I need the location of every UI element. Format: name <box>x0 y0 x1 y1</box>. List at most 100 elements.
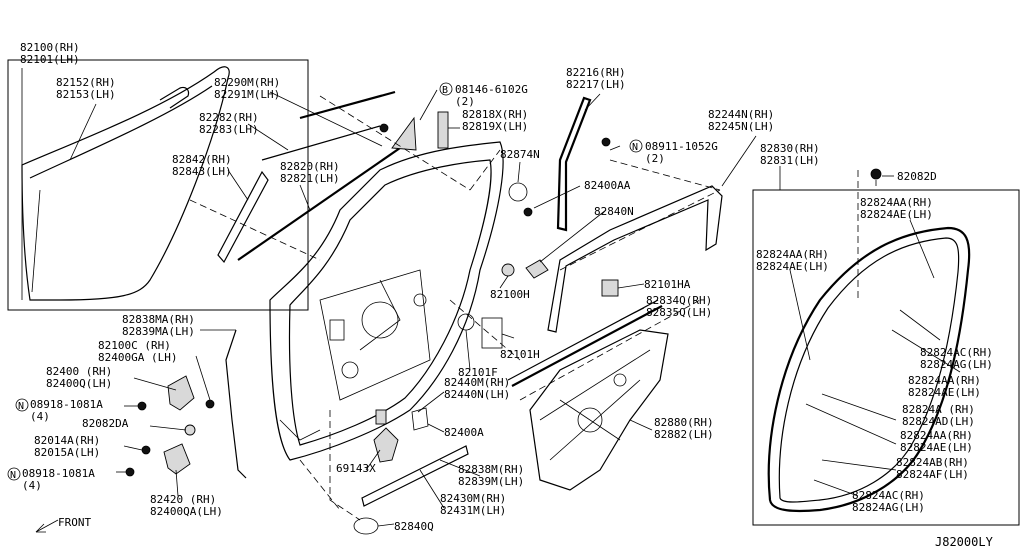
part-label-line: 82830(RH) <box>760 142 820 155</box>
part-label-line: 82244N(RH) <box>708 108 774 121</box>
part-label-line: 08146-6102G <box>455 83 528 96</box>
bolt-marker-n-2: N <box>7 467 21 481</box>
part-label-inner-trim-strip: 82838M(RH)82839M(LH) <box>458 463 524 488</box>
part-label-ws-clip-2: 82824AA(RH)82824AE(LH) <box>756 248 829 273</box>
outer-weatherstrip <box>261 125 381 161</box>
svg-text:N: N <box>18 401 24 412</box>
trim-strip-shape <box>361 445 469 507</box>
label-shape <box>601 279 619 297</box>
door-panel-box <box>7 59 309 311</box>
part-label-line: 82082D <box>897 170 937 183</box>
part-label-line: 82842(RH) <box>172 153 232 166</box>
part-label-line: 82400Q(LH) <box>46 377 112 390</box>
clip-shape-1 <box>523 207 533 217</box>
part-label-line: 82824AG(LH) <box>920 358 993 371</box>
part-label-line: 82824AA(RH) <box>860 196 933 209</box>
part-label-line: 82824A (RH) <box>902 403 975 416</box>
leader-lines <box>21 68 961 527</box>
part-label-line: 82153(LH) <box>56 88 116 101</box>
part-label-hinge-lower-b: 82420 (RH)82400QA(LH) <box>150 493 223 518</box>
plug-82840q-shape <box>353 517 379 535</box>
part-label-line: 82839M(LH) <box>458 475 524 488</box>
part-label-clip-82400aa: 82400AA <box>584 179 631 192</box>
part-label-line: 82824AF(LH) <box>896 468 969 481</box>
part-label-line: 82015A(LH) <box>34 446 100 459</box>
hinge-bolt-2 <box>141 445 151 455</box>
part-label-line: 82818X(RH) <box>462 108 528 121</box>
part-label-line: 69143X <box>336 462 376 475</box>
weatherstrip-box <box>752 189 1020 526</box>
part-label-plug-82840q: 82840Q <box>394 520 434 533</box>
part-labels: 82100(RH)82101(LH)82152(RH)82153(LH)8229… <box>20 41 993 533</box>
part-label-door-trim: 82152(RH)82153(LH) <box>56 76 116 101</box>
part-label-ws-clip-8: 82824AC(RH)82824AG(LH) <box>852 489 925 514</box>
part-label-line: 82838M(RH) <box>458 463 524 476</box>
part-label-line: 82216(RH) <box>566 66 626 79</box>
pad-shape <box>525 259 549 279</box>
part-label-bolt-69143x: 69143X <box>336 462 376 475</box>
striker-shape <box>184 424 196 436</box>
bolt-marker-n-1: N <box>15 398 29 412</box>
outer-moulding-strip <box>299 90 396 120</box>
part-label-door-weatherstrip: 82830(RH)82831(LH) <box>760 142 820 167</box>
hinge-bolt-3 <box>125 467 135 477</box>
part-label-line: 82100C (RH) <box>98 339 171 352</box>
part-label-line: 82101H <box>500 348 540 361</box>
part-label-plug-82100h: 82100H <box>490 288 530 301</box>
glass-run-lower-strip <box>237 147 401 261</box>
part-label-line: 82820(RH) <box>280 160 340 173</box>
part-label-line: 82824AE(LH) <box>756 260 829 273</box>
part-label-line: 82100(RH) <box>20 41 80 54</box>
part-label-line: 82880(RH) <box>654 416 714 429</box>
part-label-line: 82882(LH) <box>654 428 714 441</box>
part-label-line: 82839MA(LH) <box>122 325 195 338</box>
part-label-cover-82101h: 82101H <box>500 348 540 361</box>
part-label-lower-seal: 82430M(RH)82431M(LH) <box>440 492 506 517</box>
cover-shape <box>481 317 503 349</box>
regulator-shape <box>529 329 669 491</box>
part-label-line: 82440M(RH) <box>444 376 510 389</box>
hinge-bolt-1 <box>137 401 147 411</box>
part-label-line: 82835Q(LH) <box>646 306 712 319</box>
part-label-line: 82824AE(LH) <box>860 208 933 221</box>
part-label-line: 82014A(RH) <box>34 434 100 447</box>
glass-run-shape <box>547 185 723 333</box>
part-label-line: 82834Q(RH) <box>646 294 712 307</box>
bolt-shape-1 <box>379 123 389 133</box>
part-label-line: 82824AE(LH) <box>908 386 981 399</box>
part-label-line: 82831(LH) <box>760 154 820 167</box>
part-label-line: 82245N(LH) <box>708 120 774 133</box>
bolt-69143x-shape <box>375 409 387 425</box>
part-label-line: 82824AA(RH) <box>908 374 981 387</box>
part-label-bolt-08146: 08146-6102G(2) <box>455 83 528 108</box>
part-label-ws-clip-3: 82824AC(RH)82824AG(LH) <box>920 346 993 371</box>
corner-seal-shape <box>217 170 269 264</box>
part-label-line: 82824AD(LH) <box>902 415 975 428</box>
part-label-line: 82819X(LH) <box>462 120 528 133</box>
nut-shape <box>601 137 611 147</box>
part-label-line: 82283(LH) <box>199 123 259 136</box>
upper-hinge-shape <box>167 375 195 411</box>
part-label-lock-rod: 82440M(RH)82440N(LH) <box>444 376 510 401</box>
lower-hinge-shape <box>163 443 191 475</box>
hinge-bolt-4 <box>205 399 215 409</box>
part-label-line: 82400QA(LH) <box>150 505 223 518</box>
part-label-line: (2) <box>455 95 475 108</box>
rear-sash-shape <box>556 96 592 232</box>
part-label-ws-clip-4: 82824AA(RH)82824AE(LH) <box>908 374 981 399</box>
bolt-marker-b: B <box>439 82 453 96</box>
part-label-bolt-08918-a: 08918-1081A(4) <box>30 398 103 423</box>
part-label-ws-clip-7: 82824AB(RH)82824AF(LH) <box>896 456 969 481</box>
part-label-line: 82282(RH) <box>199 111 259 124</box>
part-label-line: 82400AA <box>584 179 631 192</box>
part-label-line: 82843(LH) <box>172 165 232 178</box>
part-label-sash-rear: 82216(RH)82217(LH) <box>566 66 626 91</box>
plug-shape-1 <box>501 263 515 277</box>
part-label-line: 82290M(RH) <box>214 76 280 89</box>
part-label-plug-82101f: 82101F <box>458 366 498 379</box>
part-label-line: 08918-1081A <box>30 398 103 411</box>
part-label-line: 82291M(LH) <box>214 88 280 101</box>
part-label-outer-moulding: 82290M(RH)82291M(LH) <box>214 76 280 101</box>
part-label-line: 82838MA(RH) <box>122 313 195 326</box>
